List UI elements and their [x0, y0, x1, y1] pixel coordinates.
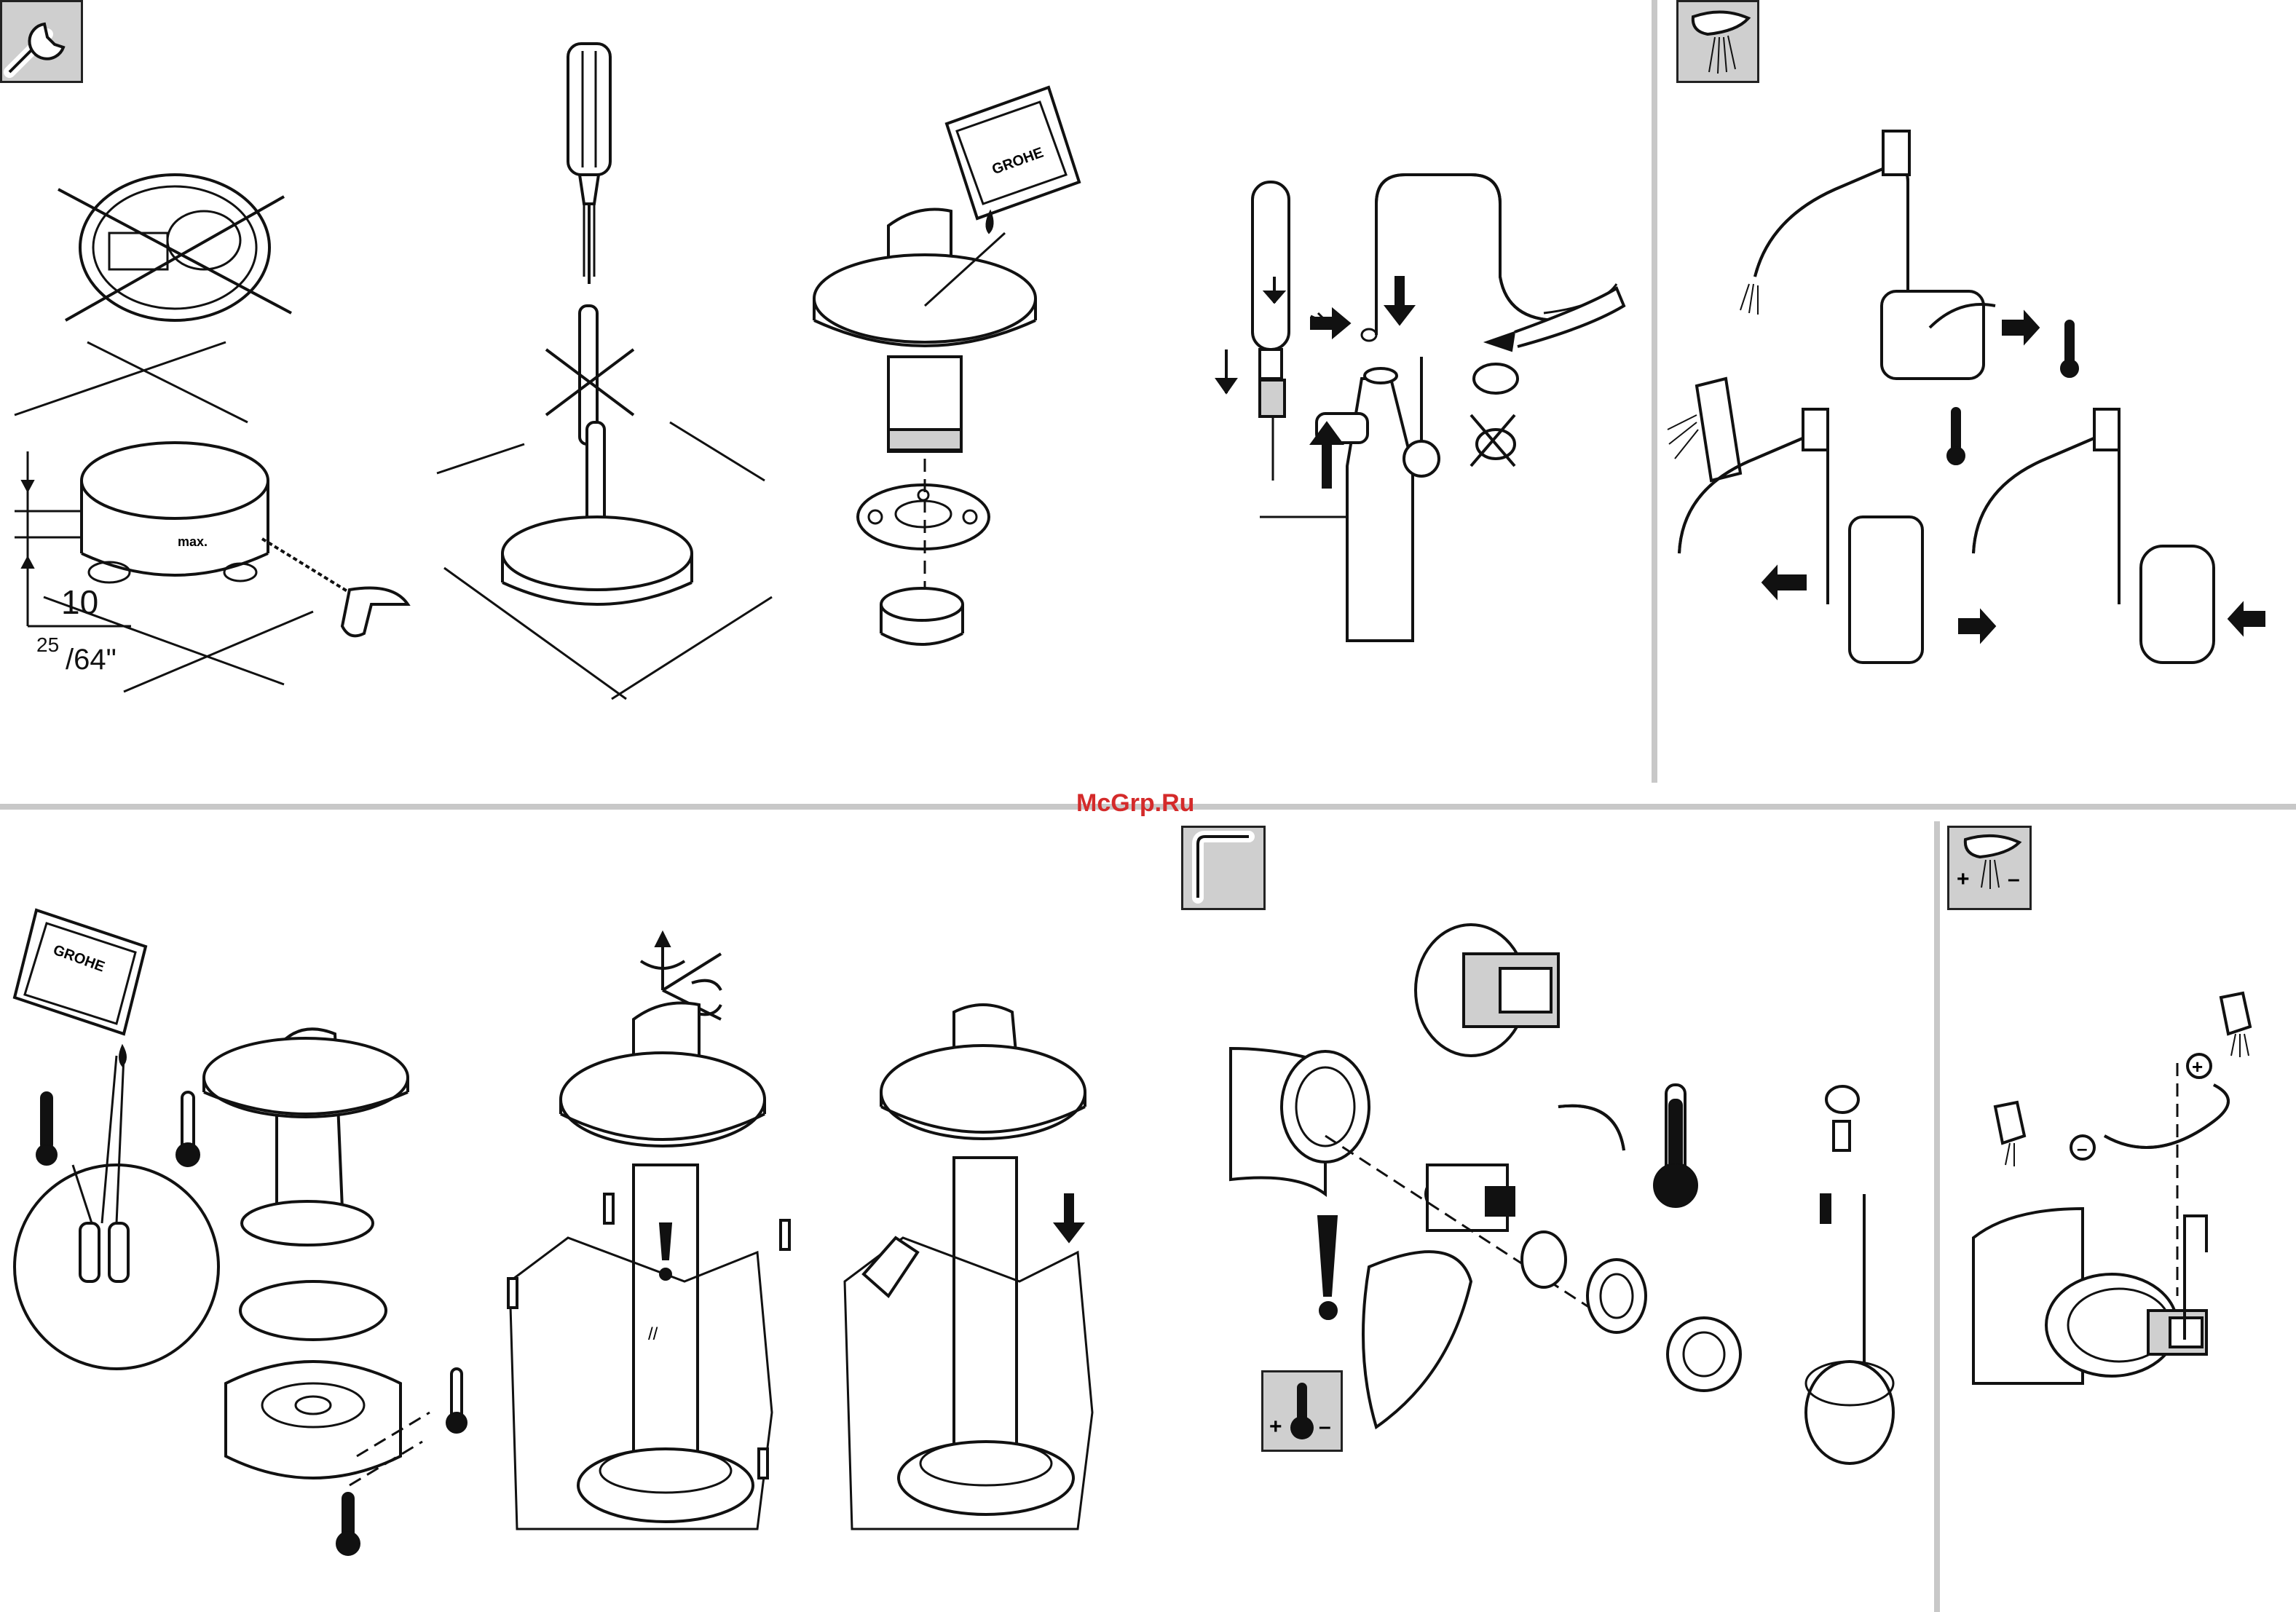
figure-screwdriver: [437, 29, 801, 714]
minus-sign-adjust: –: [2077, 1137, 2087, 1159]
figure-cartridge-exploded: [1209, 917, 1922, 1500]
dimension-inch-numerator: 25: [36, 633, 59, 657]
figure-pipe-install: //: [502, 874, 837, 1573]
figure-flange-assembly: GROHE: [808, 80, 1100, 677]
figure-faucet-assembly: [1194, 160, 1646, 655]
watermark: McGrp.Ru: [1076, 789, 1194, 818]
spray-head-icon: [1676, 0, 1759, 83]
figure-valve-body: GROHE: [7, 903, 473, 1558]
figure-mounting-box: max.: [0, 160, 437, 728]
dimension-inch-denominator: /64": [66, 644, 117, 676]
flow-adjust-icon: + –: [1947, 826, 2032, 910]
max-marker: max.: [178, 534, 208, 549]
figure-flow-adjustment: + –: [1966, 976, 2287, 1442]
plus-sign-adjust: +: [2192, 1056, 2203, 1078]
dimension-mm: 10: [61, 582, 98, 622]
figure-faucet-operation: [1668, 109, 2294, 714]
wrench-icon: [0, 0, 83, 83]
vertical-divider-top: [1652, 0, 1657, 783]
parallel-marks: //: [648, 1324, 658, 1344]
figure-pipe-press: [837, 874, 1151, 1573]
hex-key-icon: [1181, 826, 1266, 910]
minus-sign: –: [2008, 867, 2020, 891]
plus-sign: +: [1957, 867, 1970, 891]
vertical-divider-bottom: [1934, 821, 1940, 1612]
